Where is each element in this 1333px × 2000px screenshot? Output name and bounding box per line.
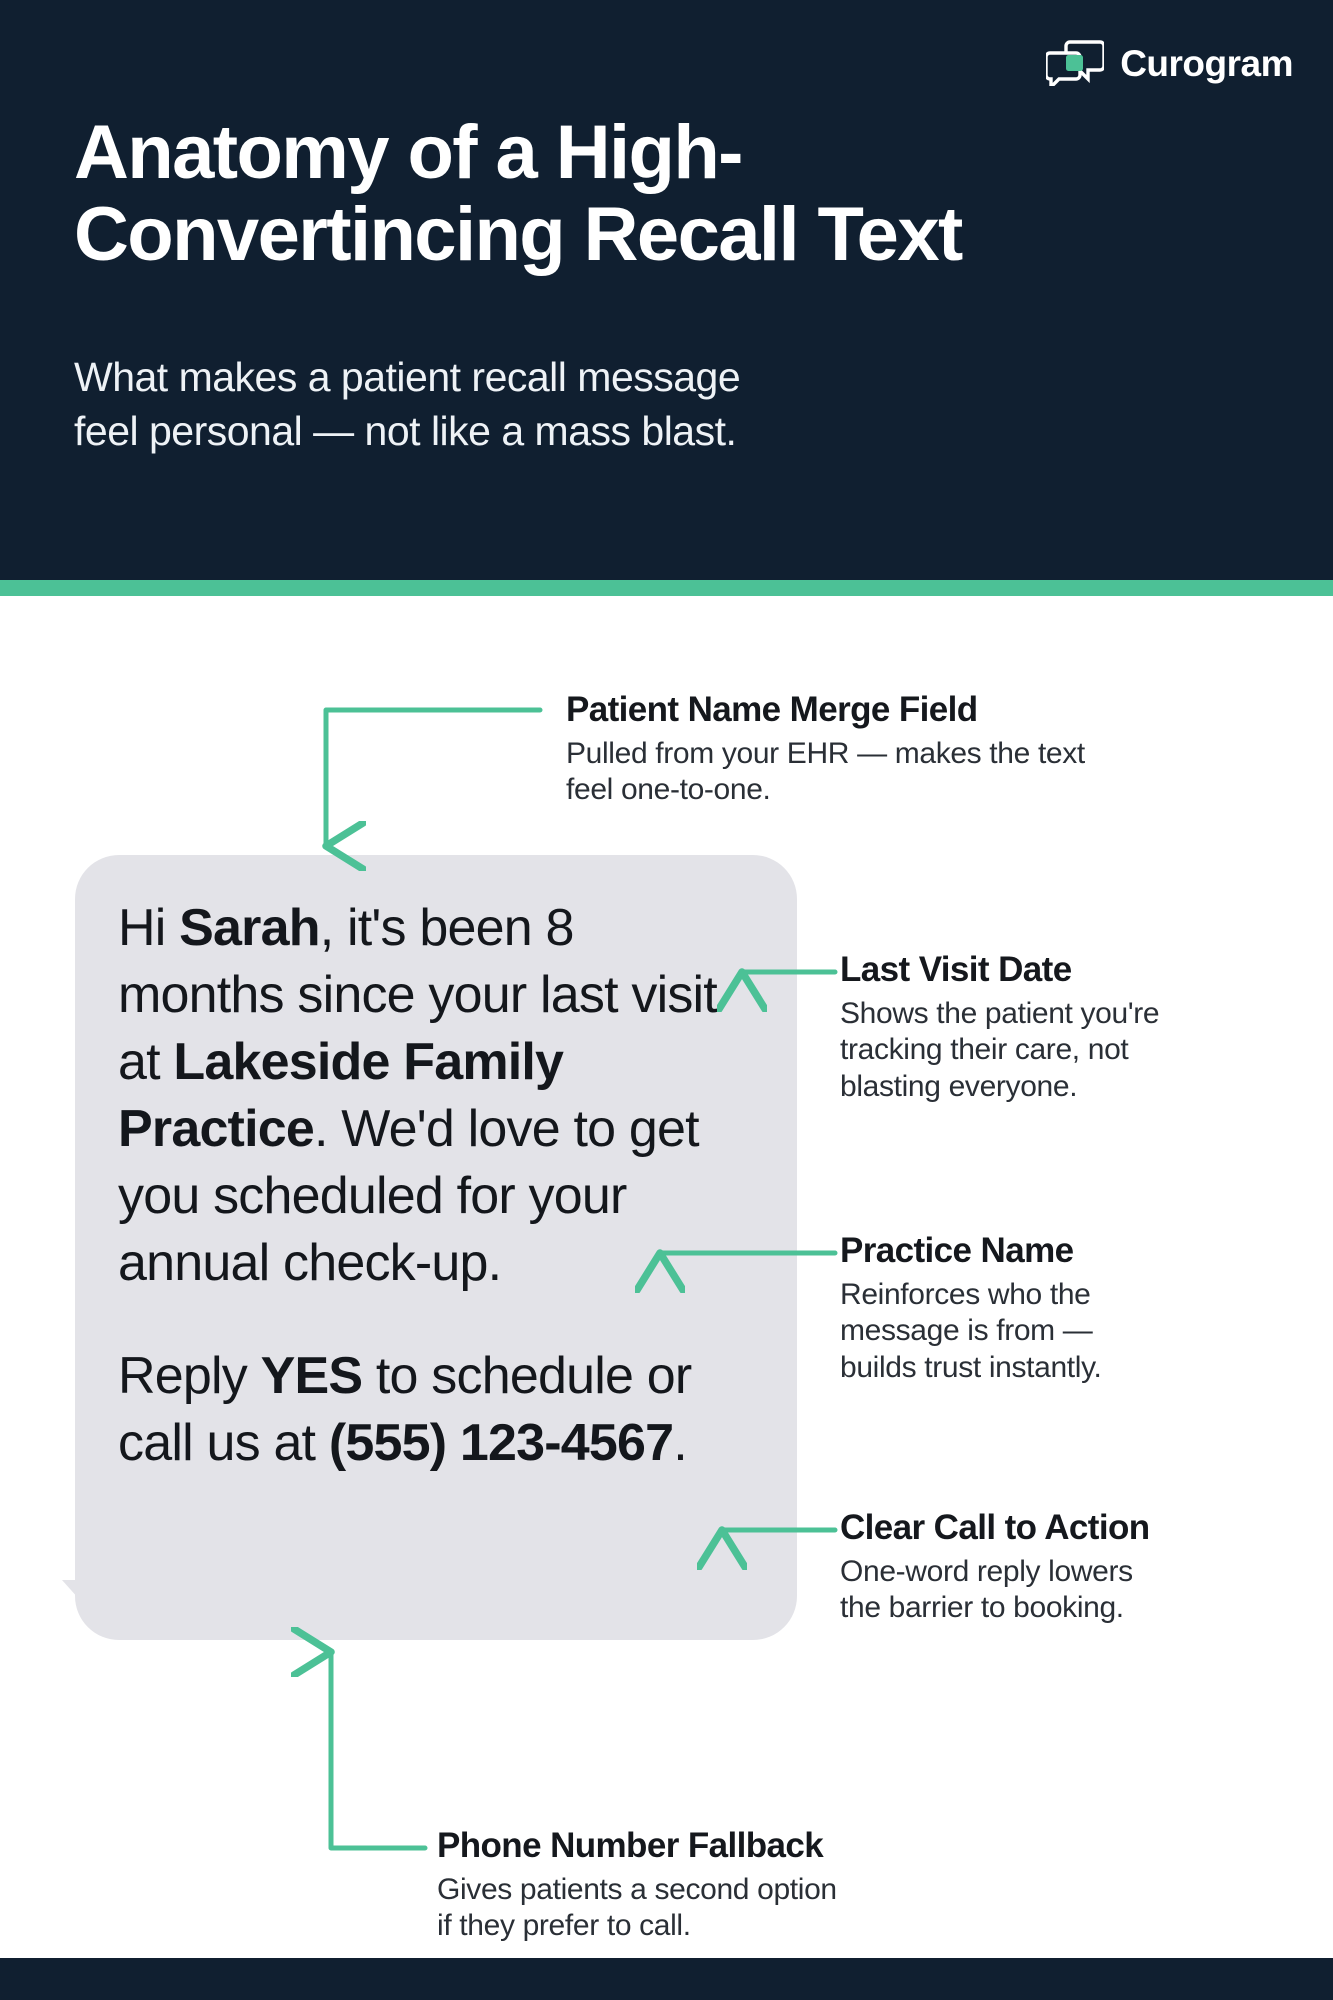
- annotation-title: Patient Name Merge Field: [566, 690, 978, 729]
- annotation-title: Last Visit Date: [840, 950, 1072, 989]
- sms-paragraph-2: Reply YES to schedule or call us at (555…: [118, 1343, 738, 1477]
- page-subtitle-line1: What makes a patient recall message: [74, 354, 741, 400]
- sms-message-text: Hi Sarah, it's been 8 months since your …: [118, 895, 738, 1477]
- msg-p2-a: Reply: [118, 1347, 261, 1405]
- page-title-line2: Convertincing Recall Text: [74, 192, 963, 278]
- msg-p1-c: . We'd love to get you scheduled for you…: [118, 1100, 700, 1292]
- sms-paragraph-1: Hi Sarah, it's been 8 months since your …: [118, 895, 738, 1297]
- annotation-desc-line: Shows the patient you're: [840, 997, 1160, 1031]
- msg-p1-b: , it's been 8 months since your last vis…: [118, 899, 718, 1091]
- annotation-phone-number-fallback: Phone Number Fallback Gives patients a s…: [437, 1826, 1137, 1945]
- annotation-description: One-word reply lowers the barrier to boo…: [840, 1554, 1310, 1627]
- sms-message-bubble: [75, 855, 797, 1640]
- annotation-title: Phone Number Fallback: [437, 1826, 824, 1865]
- annotation-desc-line: message is from —: [840, 1314, 1093, 1348]
- page-subtitle-line2: feel personal — not like a mass blast.: [74, 408, 737, 455]
- annotation-description: Reinforces who the message is from — bui…: [840, 1277, 1300, 1386]
- chat-bubbles-icon: [1044, 40, 1106, 92]
- msg-p2-c: .: [673, 1414, 687, 1472]
- fallback-phone-number: (555) 123-4567: [328, 1414, 674, 1472]
- annotation-patient-name-merge-field: Patient Name Merge Field Pulled from you…: [566, 690, 1266, 809]
- annotation-description: Gives patients a second option if they p…: [437, 1872, 1137, 1945]
- annotation-title: Practice Name: [840, 1231, 1074, 1270]
- annotation-desc-line: if they prefer to call.: [437, 1909, 691, 1943]
- footer-bar: [0, 1958, 1333, 2000]
- annotation-desc-line: One-word reply lowers: [840, 1555, 1133, 1589]
- msg-p2-b: to schedule or call us at: [118, 1347, 692, 1472]
- merge-field-patient-name: Sarah: [179, 899, 320, 957]
- annotation-description: Pulled from your EHR — makes the text fe…: [566, 736, 1266, 809]
- annotation-clear-call-to-action: Clear Call to Action One-word reply lowe…: [840, 1508, 1310, 1627]
- msg-p1-a: Hi: [118, 899, 180, 957]
- accent-divider: [0, 580, 1333, 596]
- annotation-desc-line: Reinforces who the: [840, 1278, 1091, 1312]
- cta-keyword: YES: [260, 1347, 363, 1405]
- annotation-practice-name: Practice Name Reinforces who the message…: [840, 1231, 1300, 1386]
- annotation-desc-line: blasting everyone.: [840, 1069, 1078, 1103]
- merge-field-practice-name: Lakeside Family Practice: [118, 1033, 564, 1158]
- annotation-desc-line: builds trust instantly.: [840, 1350, 1102, 1384]
- annotation-description: Shows the patient you're tracking their …: [840, 996, 1300, 1105]
- page-subtitle: What makes a patient recall message feel…: [74, 350, 1074, 458]
- brand-logo: Curogram: [1044, 40, 1293, 92]
- sms-paragraph-gap: [118, 1297, 738, 1343]
- annotation-last-visit-date: Last Visit Date Shows the patient you're…: [840, 950, 1300, 1105]
- brand-name: Curogram: [1120, 42, 1293, 84]
- page-title: Anatomy of a High- Convertincing Recall …: [74, 110, 1254, 278]
- annotation-desc-line: tracking their care, not: [840, 1033, 1129, 1067]
- annotation-desc-line: Gives patients a second option: [437, 1873, 837, 1907]
- annotation-desc-line: the barrier to booking.: [840, 1591, 1124, 1625]
- header-banner: Curogram Anatomy of a High- Convertincin…: [0, 0, 1333, 580]
- annotation-title: Clear Call to Action: [840, 1508, 1150, 1547]
- annotation-desc-line: Pulled from your EHR — makes the text: [566, 737, 1085, 771]
- page-title-line1: Anatomy of a High-: [74, 110, 743, 195]
- annotation-desc-line: feel one-to-one.: [566, 773, 771, 807]
